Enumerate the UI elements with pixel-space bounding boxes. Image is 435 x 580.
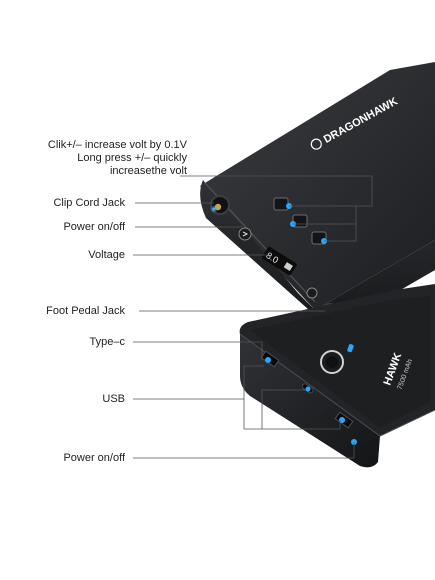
label-foot-pedal-jack: Foot Pedal Jack — [46, 305, 125, 317]
power-button-foot-side — [306, 287, 318, 299]
label-power-bottom: Power on/off — [63, 452, 125, 464]
top-device-front-face — [200, 180, 435, 325]
bottom-device-front-face — [240, 334, 380, 468]
label-type-c: Type–c — [89, 336, 125, 348]
bottom-device: HAWK 7500 mAh — [239, 284, 435, 468]
volt-note-line-1: Clik+/– increase volt by 0.1V — [47, 139, 187, 151]
status-led — [347, 344, 354, 353]
leader-usb — [133, 365, 306, 430]
leader-volt-note — [180, 175, 373, 242]
top-device: DRAGONHAWK 8.0 — [200, 62, 435, 325]
dragon-logo-icon — [310, 138, 322, 150]
volt-adjust-note: Clik+/– increase volt by 0.1V Long press… — [48, 139, 187, 178]
label-power-top: Power on/off — [63, 221, 125, 233]
power-button-top — [238, 227, 252, 241]
leader-type-c — [133, 341, 263, 360]
label-voltage: Voltage — [88, 249, 125, 261]
label-usb: USB — [102, 393, 125, 405]
label-clip-cord-jack: Clip Cord Jack — [53, 197, 125, 209]
volt-note-line-3: increasethe volt — [109, 165, 187, 177]
volt-plus-button — [273, 197, 289, 211]
leader-power-bottom — [133, 442, 355, 459]
leader-usb-2 — [262, 420, 341, 430]
volt-note-line-2: Long press +/– quickly — [77, 152, 187, 164]
leader-lines — [133, 175, 373, 459]
